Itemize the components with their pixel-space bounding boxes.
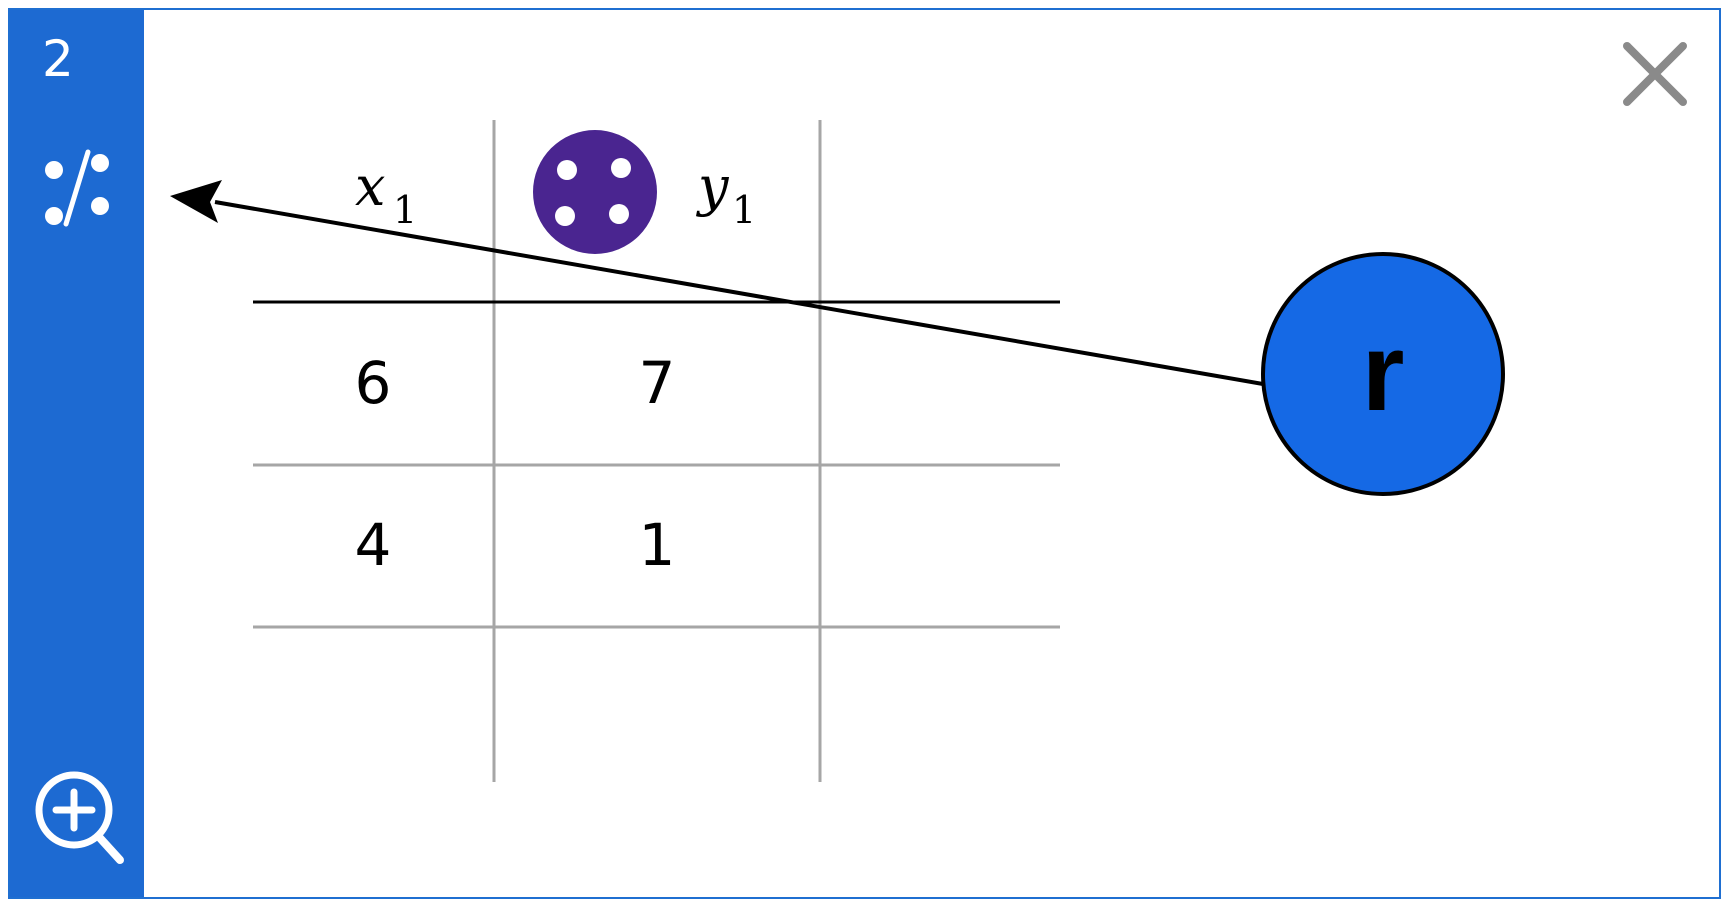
table-diagram: x 1 y 1 6 7 4 1 r: [170, 120, 1505, 782]
r-token-label: r: [1362, 311, 1405, 434]
header-subscript: 1: [732, 188, 756, 232]
close-icon[interactable]: [1619, 38, 1691, 110]
header-variable: x: [355, 155, 385, 218]
header-variable: y: [696, 155, 730, 218]
fraction-icon[interactable]: [40, 146, 114, 234]
zoom-in-icon[interactable]: [28, 768, 128, 872]
table-cell: 4: [355, 511, 392, 579]
column-header-x1: x 1: [355, 155, 417, 232]
sidebar: 2: [10, 10, 144, 897]
table-cell: 1: [639, 511, 676, 579]
column-header-y1: y 1: [696, 155, 756, 232]
four-dots-token-icon[interactable]: [533, 130, 657, 254]
table-cell: 7: [639, 349, 676, 417]
table-cell: 6: [355, 349, 392, 417]
arrow-icon: [170, 180, 1264, 386]
r-token[interactable]: r: [1261, 252, 1505, 496]
header-subscript: 1: [393, 188, 417, 232]
step-number: 2: [42, 30, 74, 88]
activity-panel: 2 x 1 y: [8, 8, 1721, 899]
